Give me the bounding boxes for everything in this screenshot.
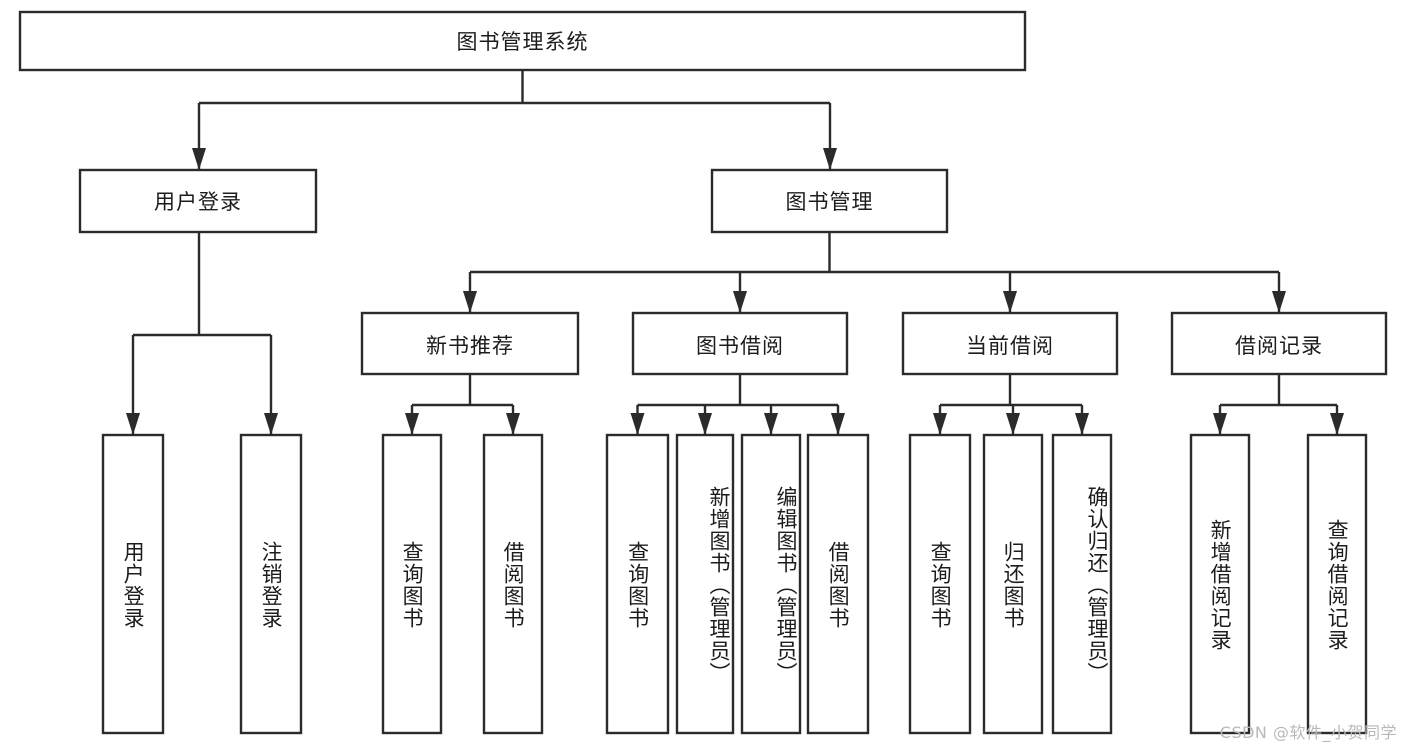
node-book-borrow-box[interactable] xyxy=(631,311,849,376)
node-new-book-rec-box[interactable] xyxy=(360,311,580,376)
current-borrow-leaves-arrow-2 xyxy=(1075,413,1089,435)
leaf-add-book-box[interactable] xyxy=(675,433,735,735)
book-manage-to-level3-arrow-3 xyxy=(1272,291,1286,313)
book-manage-to-level3-arrow-0 xyxy=(463,291,477,313)
user-login-leaves-arrow-1 xyxy=(264,413,278,435)
watermark-text: CSDN @软件_小贺同学 xyxy=(1219,723,1397,742)
leaf-return-book-box[interactable] xyxy=(982,433,1044,735)
current-borrow-leaves-arrow-1 xyxy=(1006,413,1020,435)
node-root-box[interactable] xyxy=(18,10,1027,72)
node-current-borrow-box[interactable] xyxy=(901,311,1119,376)
book-borrow-leaves-arrow-1 xyxy=(698,413,712,435)
new-book-leaves-arrow-0 xyxy=(405,413,419,435)
leaf-logout-box[interactable] xyxy=(239,433,303,735)
leaf-confirm-return-box[interactable] xyxy=(1051,433,1113,735)
node-book-manage-box[interactable] xyxy=(710,168,949,234)
leaf-edit-book-box[interactable] xyxy=(740,433,802,735)
leaf-query-book-1-box[interactable] xyxy=(381,433,443,735)
book-manage-to-level3-arrow-1 xyxy=(733,291,747,313)
leaf-user-login-box[interactable] xyxy=(101,433,165,735)
book-borrow-leaves-arrow-2 xyxy=(764,413,778,435)
root-to-level2-arrow-0 xyxy=(192,148,206,170)
leaf-borrow-book-1-box[interactable] xyxy=(482,433,544,735)
leaf-query-record-box[interactable] xyxy=(1306,433,1368,735)
connectors-layer xyxy=(126,70,1344,435)
root-to-level2-arrow-1 xyxy=(823,148,837,170)
leaf-add-record-box[interactable] xyxy=(1189,433,1251,735)
book-manage-to-level3-arrow-2 xyxy=(1003,291,1017,313)
borrow-record-leaves-arrow-0 xyxy=(1213,413,1227,435)
boxes-layer xyxy=(18,10,1388,735)
leaf-query-book-2-box[interactable] xyxy=(605,433,670,735)
node-user-login-box[interactable] xyxy=(78,168,318,234)
leaf-query-book-3-box[interactable] xyxy=(908,433,972,735)
user-login-leaves-arrow-0 xyxy=(126,413,140,435)
leaf-borrow-book-2-box[interactable] xyxy=(806,433,870,735)
new-book-leaves-arrow-1 xyxy=(506,413,520,435)
book-borrow-leaves-arrow-0 xyxy=(630,413,645,435)
book-borrow-leaves-arrow-3 xyxy=(831,413,845,435)
current-borrow-leaves-arrow-0 xyxy=(933,413,947,435)
borrow-record-leaves-arrow-1 xyxy=(1330,413,1344,435)
node-borrow-record-box[interactable] xyxy=(1170,311,1388,376)
